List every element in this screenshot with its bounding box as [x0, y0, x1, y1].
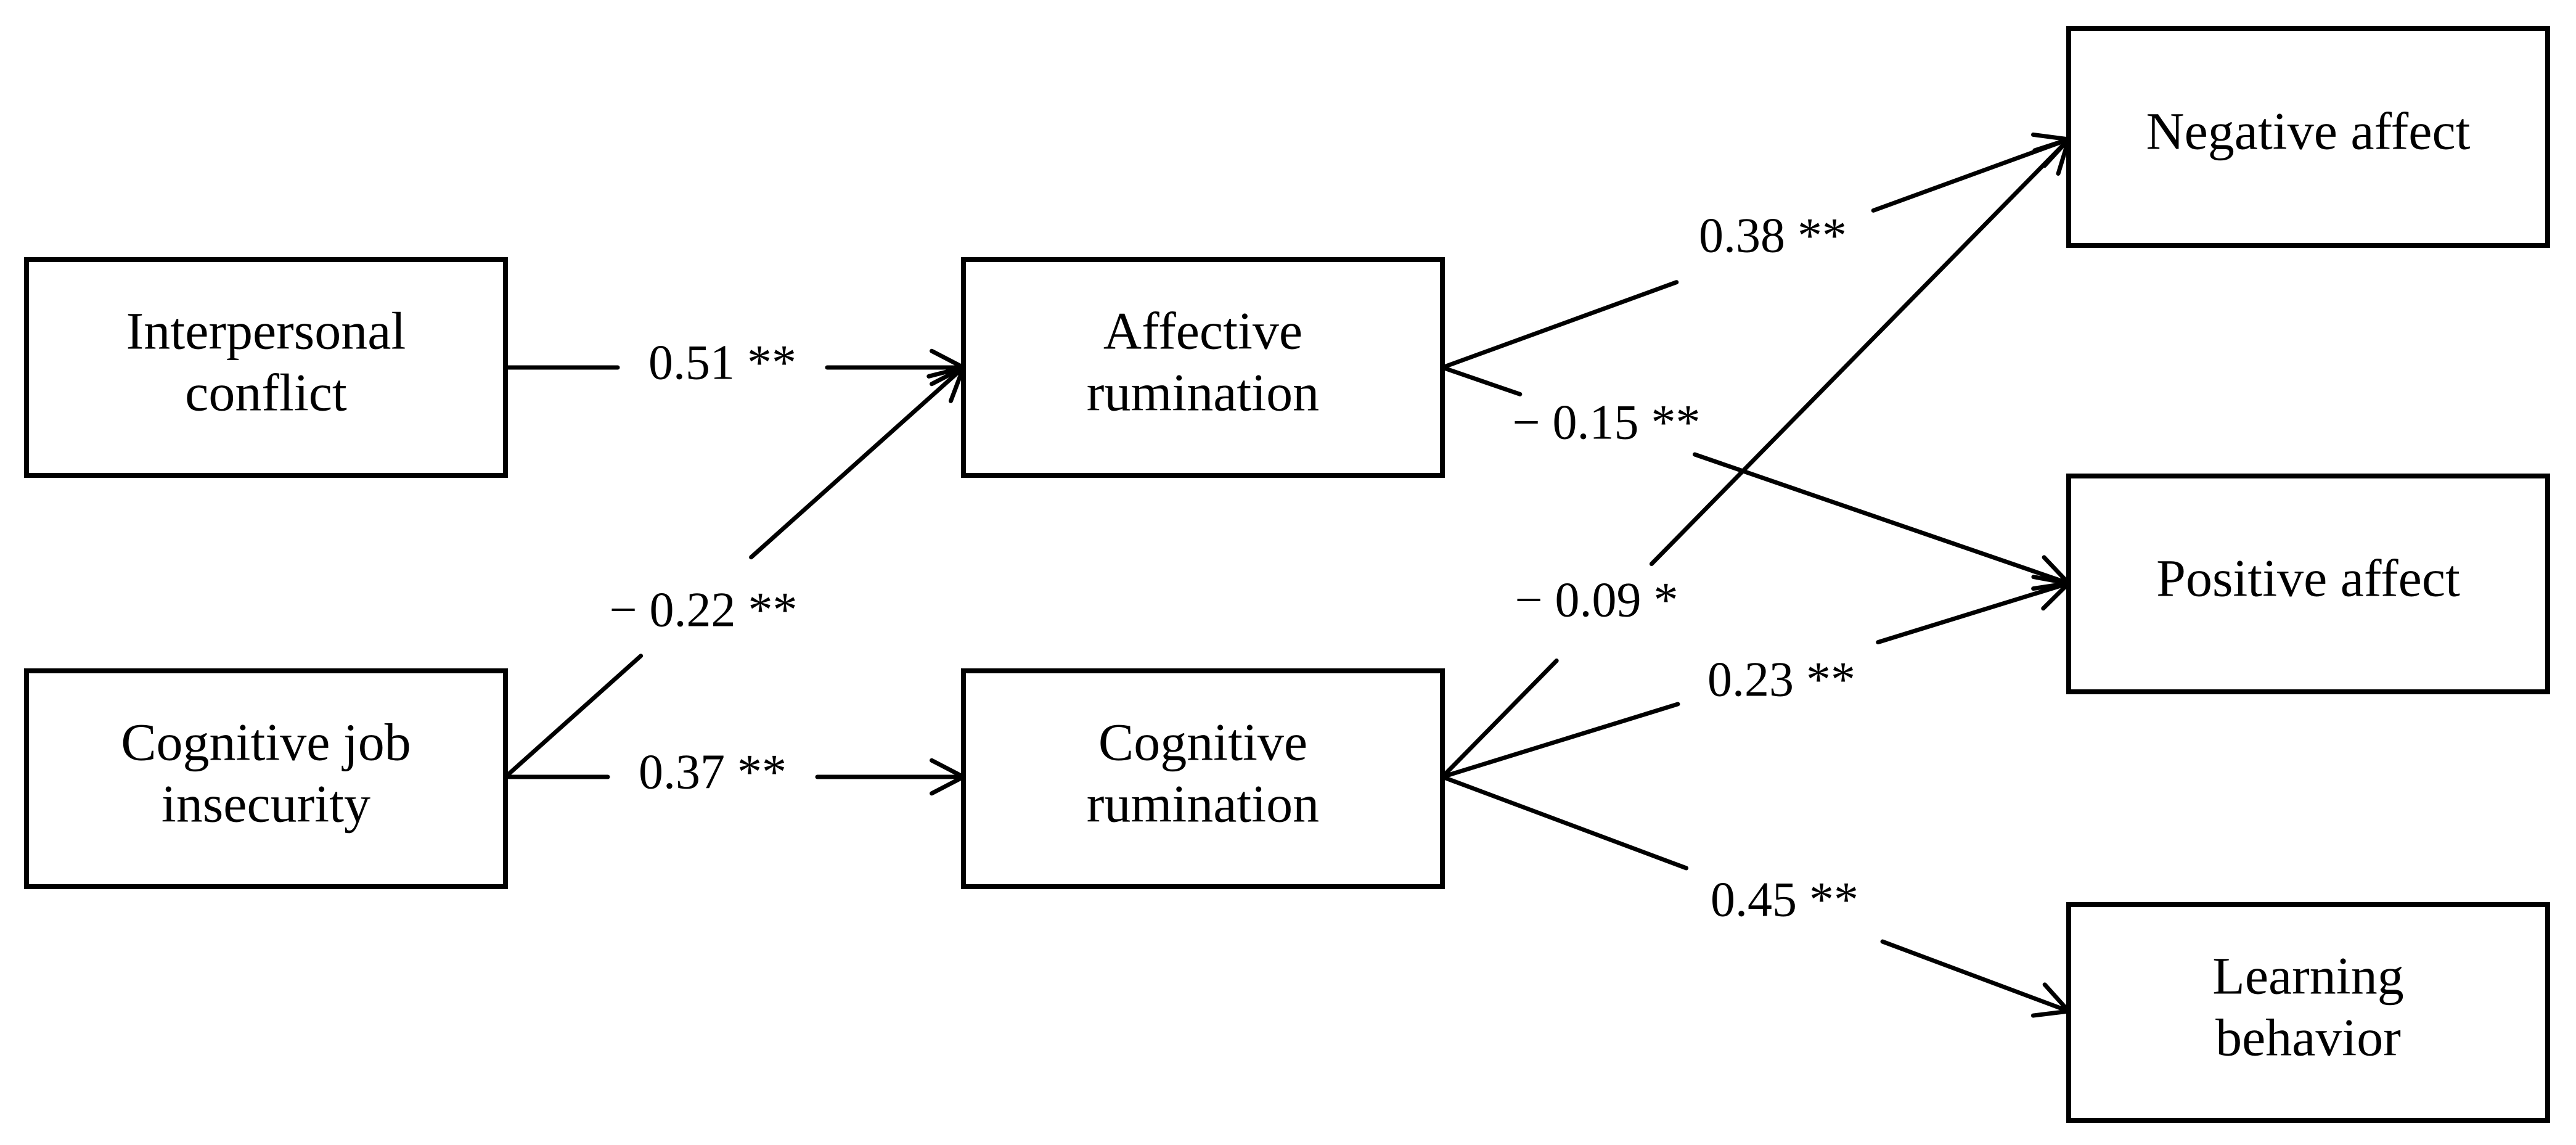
- edge-cr-to-lb: 0.45 **: [1440, 774, 2071, 1018]
- node-box: [2066, 26, 2550, 248]
- edge-cji-to-ar: − 0.22 **: [503, 365, 966, 779]
- edge-line-end: [1692, 452, 2071, 586]
- edge-line-start: [1440, 280, 1679, 370]
- node-label: Learning: [2212, 946, 2403, 1006]
- edges: 0.51 ** − 0.22 ** 0.37 ** 0.38 ** − 0.15 ** −…: [503, 132, 2071, 1018]
- edge-ic-to-ar: 0.51 **: [503, 335, 966, 390]
- node-box: [2066, 902, 2550, 1123]
- node-label: rumination: [1087, 363, 1319, 422]
- edge-line-start: [503, 654, 644, 779]
- node-label: Affective: [1103, 302, 1302, 361]
- node-label: insecurity: [162, 774, 370, 834]
- node-negative-affect: Negative affect: [2066, 26, 2550, 248]
- node-label: conflict: [185, 363, 347, 422]
- edge-label: 0.51 **: [648, 335, 796, 390]
- node-label: Interpersonal: [126, 302, 406, 361]
- node-label: Negative affect: [2146, 102, 2470, 161]
- edge-line-end: [1649, 137, 2071, 567]
- edge-line-end: [749, 365, 966, 560]
- edge-line-end: [1876, 581, 2071, 645]
- edge-ar-to-na: 0.38 **: [1440, 132, 2071, 370]
- edge-label: − 0.15 **: [1512, 395, 1700, 449]
- edge-cji-to-cr: 0.37 **: [503, 745, 966, 799]
- node-label: Cognitive job: [121, 713, 411, 772]
- edge-ar-to-pa: − 0.15 **: [1440, 365, 2071, 591]
- edge-label: 0.38 **: [1699, 208, 1847, 263]
- edge-line-start: [1440, 702, 1680, 779]
- node-label: Cognitive: [1098, 713, 1307, 772]
- edge-line-start: [1440, 659, 1559, 779]
- edge-cr-to-pa: 0.23 **: [1440, 575, 2071, 779]
- edge-label: 0.45 **: [1711, 872, 1858, 927]
- node-box: [961, 257, 1445, 478]
- node-box: [24, 257, 508, 478]
- node-box: [24, 668, 508, 889]
- node-box: [2066, 474, 2550, 694]
- edge-cr-to-na: − 0.09 *: [1440, 137, 2071, 779]
- edge-label: − 0.22 **: [609, 583, 797, 637]
- edge-line-start: [1440, 774, 1689, 871]
- edge-line-start: [1440, 365, 1523, 396]
- edge-label: 0.23 **: [1707, 652, 1855, 707]
- node-label: behavior: [2215, 1008, 2401, 1067]
- node-positive-affect: Positive affect: [2066, 474, 2550, 694]
- edge-label: 0.37 **: [639, 745, 787, 799]
- node-box: [961, 668, 1445, 889]
- edge-label: − 0.09 *: [1515, 573, 1678, 627]
- node-label: rumination: [1087, 774, 1319, 834]
- edge-line-end: [1880, 939, 2071, 1014]
- node-label: Positive affect: [2156, 549, 2460, 608]
